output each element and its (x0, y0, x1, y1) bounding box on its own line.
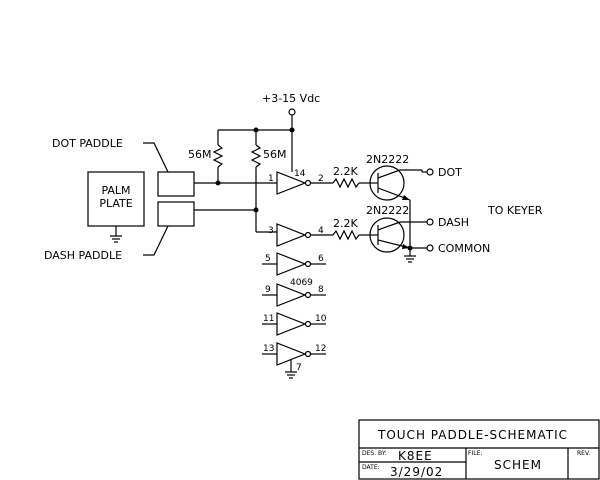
file-value: SCHEM (494, 458, 542, 472)
inverter-13-12 (262, 342, 326, 379)
pin-11: 11 (263, 314, 274, 324)
dot-output-label: DOT (438, 166, 462, 179)
dot-output-terminal (426, 168, 434, 176)
dot-paddle-plate (157, 171, 195, 197)
palm-plate-label-1: PALM (101, 184, 130, 197)
pin-8: 8 (318, 285, 324, 295)
supply-terminal (218, 108, 296, 172)
common-ground-icon (404, 255, 416, 263)
dash-paddle-plate (157, 201, 195, 227)
inverter-5-6 (262, 252, 326, 276)
transistor-q1-label: 2N2222 (366, 153, 409, 166)
dot-paddle-label: DOT PADDLE (52, 137, 123, 150)
pin-6: 6 (318, 254, 324, 264)
dash-paddle-leader (143, 225, 169, 256)
file-label: FILE: (468, 450, 482, 457)
inverter-1-2 (276, 171, 333, 195)
pin-10: 10 (315, 314, 327, 324)
des-by-value: K8EE (398, 449, 433, 463)
inverter-9-8 (262, 283, 326, 307)
resistor-r4 (332, 229, 375, 241)
transistor-q1 (369, 165, 422, 201)
common-output-terminal (426, 244, 434, 252)
date-label: DATE: (362, 464, 380, 471)
resistor-r2-label: 56M (263, 148, 287, 161)
resistor-r3-label: 2.2K (333, 165, 358, 178)
des-by-label: DES. BY: (362, 450, 387, 457)
resistor-r4-label: 2.2K (333, 217, 358, 230)
inverter-11-10 (262, 312, 326, 336)
pin-7: 7 (296, 363, 302, 373)
pin-9: 9 (265, 285, 271, 295)
to-keyer-label: TO KEYER (487, 204, 543, 217)
dash-paddle-label: DASH PADDLE (44, 249, 122, 262)
inverter-3-4 (276, 223, 333, 247)
ic-label: 4069 (290, 278, 313, 288)
resistor-r3 (332, 177, 375, 189)
resistor-r2 (250, 130, 262, 232)
dot-paddle-leader (143, 142, 169, 173)
common-output-label: COMMON (438, 242, 490, 255)
palm-plate-label-2: PLATE (99, 197, 132, 210)
date-value: 3/29/02 (390, 465, 443, 479)
pin-13: 13 (263, 344, 274, 354)
title-block-title: TOUCH PADDLE-SCHEMATIC (377, 428, 568, 442)
pin-2: 2 (318, 174, 324, 184)
pin-3: 3 (268, 226, 274, 236)
rev-label: REV. (577, 450, 590, 457)
pin-1: 1 (268, 174, 274, 184)
transistor-q2-label: 2N2222 (366, 204, 409, 217)
resistor-r1-label: 56M (188, 148, 212, 161)
resistor-r1 (212, 130, 224, 183)
dash-output-label: DASH (438, 216, 469, 229)
transistor-q2 (369, 217, 422, 253)
pin-5: 5 (265, 254, 271, 264)
pin-14: 14 (294, 169, 306, 179)
palm-ground-icon (110, 226, 122, 243)
title-block (358, 419, 600, 480)
supply-label: +3-15 Vdc (262, 92, 320, 105)
pin-4: 4 (318, 226, 324, 236)
pin-12: 12 (315, 344, 326, 354)
dash-output-terminal (426, 218, 434, 226)
